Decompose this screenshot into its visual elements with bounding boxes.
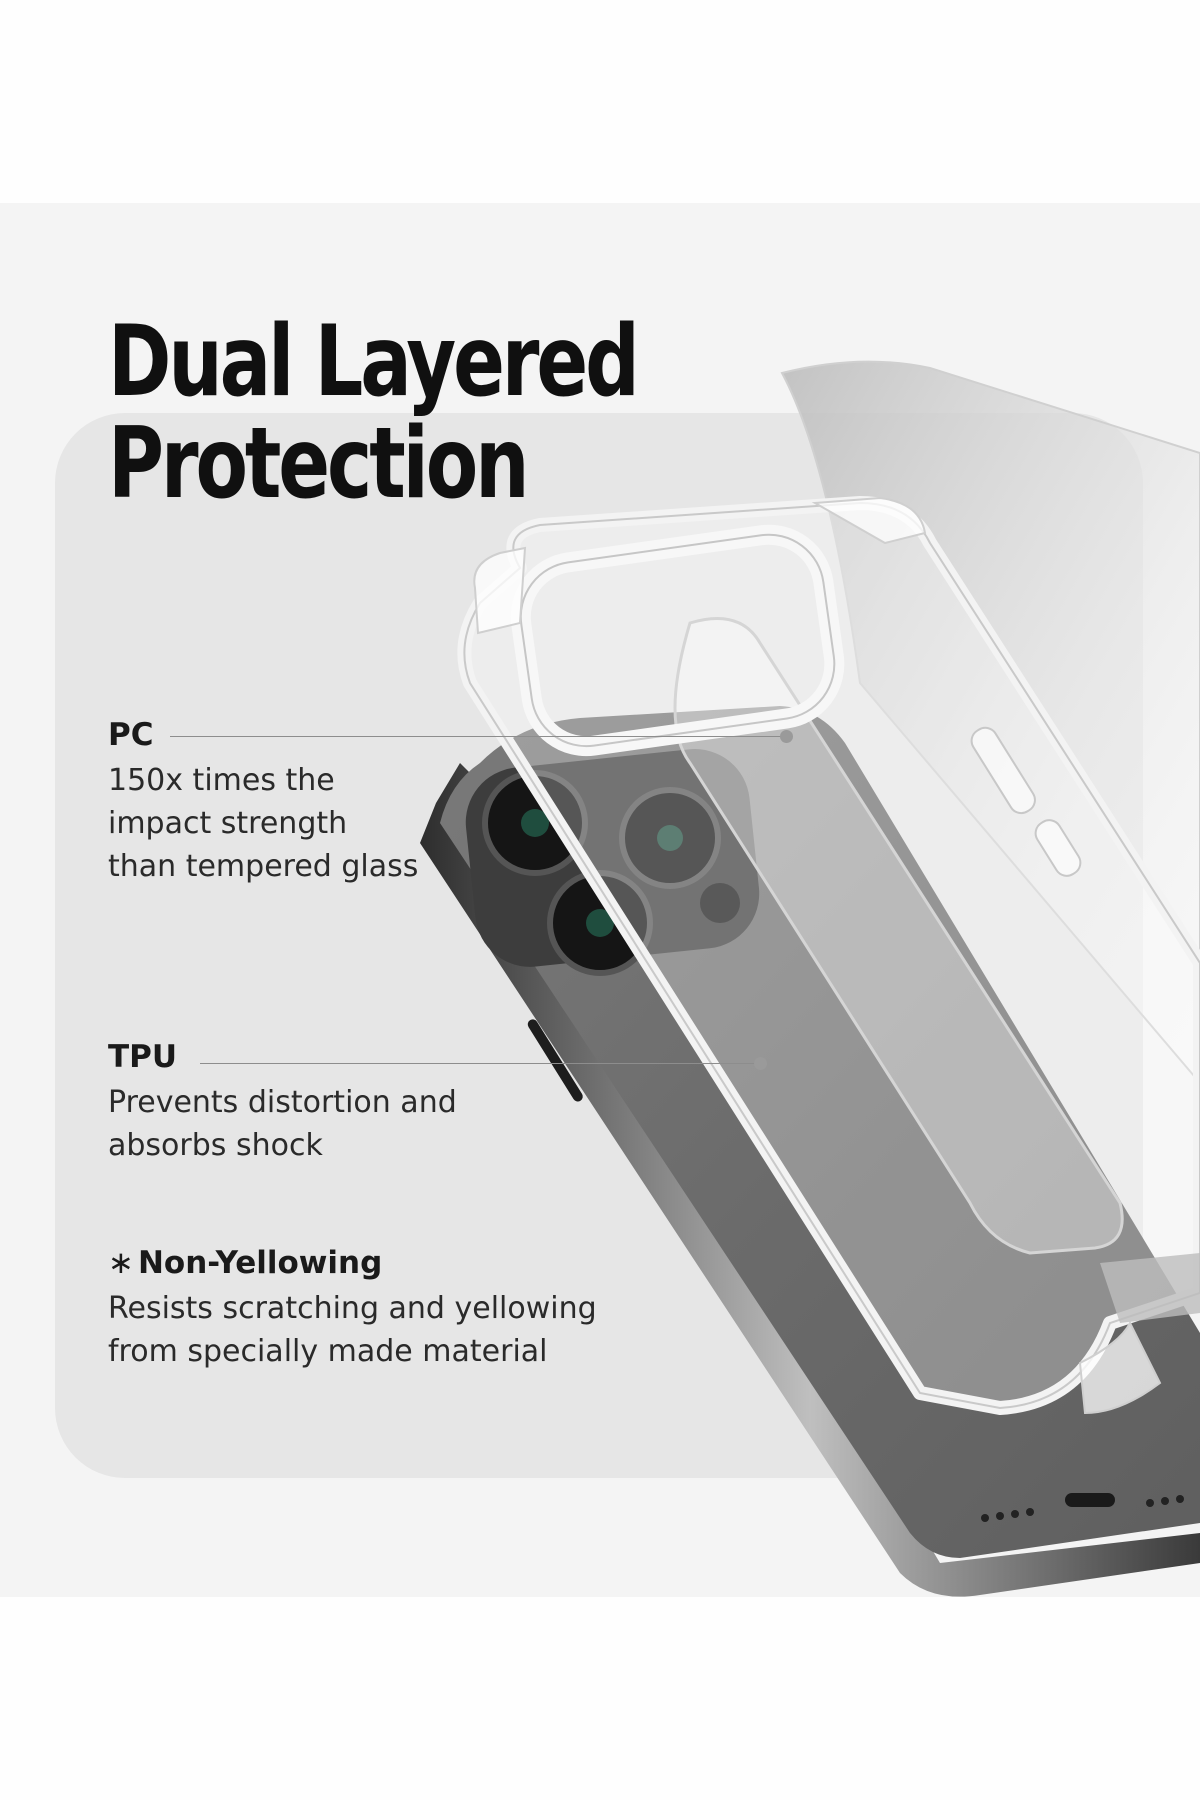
feature-tpu: TPU Prevents distortion and absorbs shoc… [108, 1037, 628, 1167]
page-title: Dual Layered Protection [108, 305, 640, 521]
feature-non-yellowing-line: from specially made material [108, 1334, 548, 1369]
case-buttons [970, 726, 1082, 877]
feature-pc-title: PC [108, 717, 154, 753]
page-title-line-1: Dual Layered [108, 305, 640, 419]
asterisk-icon: ∗ [108, 1245, 134, 1281]
feature-pc-line: 150x times the [108, 763, 335, 798]
feature-non-yellowing-line: Resists scratching and yellowing [108, 1291, 597, 1326]
feature-pc-description: 150x times the impact strength than temp… [108, 759, 628, 888]
product-banner: Dual Layered Protection PC 150x times th… [0, 203, 1200, 1597]
feature-pc: PC 150x times the impact strength than t… [108, 715, 628, 888]
bottom-whitespace [0, 1597, 1200, 1800]
feature-tpu-description: Prevents distortion and absorbs shock [108, 1081, 628, 1167]
feature-tpu-line: Prevents distortion and [108, 1085, 457, 1120]
feature-pc-line: than tempered glass [108, 849, 419, 884]
feature-tpu-title: TPU [108, 1039, 178, 1075]
pc-callout-dot [780, 730, 793, 743]
feature-non-yellowing-description: Resists scratching and yellowing from sp… [108, 1287, 628, 1373]
pc-callout-line [170, 736, 786, 737]
tpu-callout-line [200, 1063, 760, 1064]
feature-tpu-line: absorbs shock [108, 1128, 323, 1163]
tpu-callout-dot [754, 1057, 767, 1070]
feature-non-yellowing-label: Non-Yellowing [137, 1245, 383, 1281]
page-title-line-2: Protection [108, 407, 530, 521]
speaker-grille [981, 1493, 1184, 1522]
feature-pc-line: impact strength [108, 806, 348, 841]
side-button [527, 1019, 583, 1102]
corner-bumpers [473, 496, 1162, 1415]
top-whitespace [0, 0, 1200, 203]
feature-non-yellowing-title: ∗Non-Yellowing [108, 1243, 382, 1283]
phone-with-clear-case-illustration [420, 360, 1200, 1597]
feature-non-yellowing: ∗Non-Yellowing Resists scratching and ye… [108, 1243, 628, 1373]
